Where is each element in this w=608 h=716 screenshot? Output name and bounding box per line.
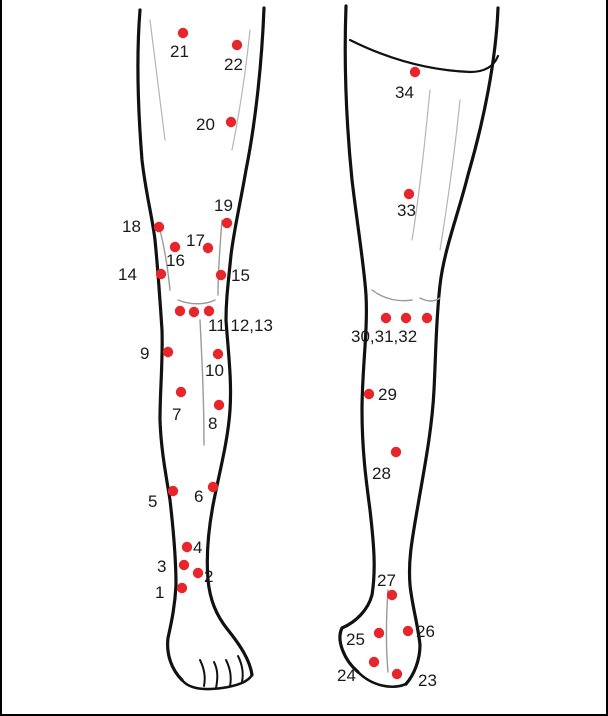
label-33: 33 (397, 201, 416, 220)
point-3 (179, 560, 189, 570)
point-7 (176, 387, 186, 397)
label-20: 20 (196, 115, 215, 134)
point-12 (189, 307, 199, 317)
label-30-31-32: 30,31,32 (351, 327, 417, 346)
label-5: 5 (148, 492, 157, 511)
label-1: 1 (155, 583, 164, 602)
label-9: 9 (140, 344, 149, 363)
point-24 (369, 657, 379, 667)
point-10 (213, 349, 223, 359)
label-26: 26 (416, 622, 435, 641)
label-28: 28 (372, 464, 391, 483)
point-13 (204, 306, 214, 316)
point-28 (391, 447, 401, 457)
back-leg-illustration (340, 6, 498, 687)
point-23 (392, 669, 402, 679)
label-2: 2 (204, 567, 213, 586)
point-32 (422, 313, 432, 323)
label-4: 4 (193, 538, 202, 557)
point-2 (193, 568, 203, 578)
label-16: 16 (166, 251, 185, 270)
point-26 (403, 626, 413, 636)
point-9 (163, 347, 173, 357)
point-4 (182, 542, 192, 552)
label-11-12-13: 11 12,13 (208, 316, 273, 335)
point-20 (226, 117, 236, 127)
label-6: 6 (194, 487, 203, 506)
front-leg-medial-outline (207, 8, 264, 675)
label-25: 25 (346, 630, 365, 649)
label-10: 10 (205, 361, 224, 380)
point-30 (381, 313, 391, 323)
label-22: 22 (224, 55, 243, 74)
point-14 (156, 269, 166, 279)
point-6 (208, 482, 218, 492)
label-17: 17 (186, 231, 205, 250)
front-toes (200, 656, 243, 688)
point-18 (154, 222, 164, 232)
point-21 (178, 28, 188, 38)
point-27 (387, 590, 397, 600)
point-34 (410, 67, 420, 77)
point-33 (404, 189, 414, 199)
point-29 (364, 389, 374, 399)
point-1 (177, 583, 187, 593)
back-buttock-fold (350, 40, 498, 72)
back-leg-medial-outline (406, 8, 498, 684)
label-24: 24 (337, 666, 356, 685)
label-7: 7 (172, 405, 181, 424)
label-34: 34 (395, 83, 414, 102)
label-3: 3 (157, 557, 166, 576)
point-11 (175, 306, 185, 316)
label-27: 27 (377, 571, 396, 590)
point-5 (168, 486, 178, 496)
label-14: 14 (118, 265, 137, 284)
point-8 (214, 400, 224, 410)
label-8: 8 (208, 414, 217, 433)
label-29: 29 (378, 385, 397, 404)
point-22 (232, 40, 242, 50)
label-23: 23 (418, 671, 437, 690)
label-15: 15 (231, 266, 250, 285)
label-21: 21 (170, 42, 189, 61)
point-31 (401, 313, 411, 323)
label-18: 18 (122, 217, 141, 236)
point-25 (374, 628, 384, 638)
label-19: 19 (214, 196, 233, 215)
point-19 (222, 218, 232, 228)
point-15 (216, 270, 226, 280)
